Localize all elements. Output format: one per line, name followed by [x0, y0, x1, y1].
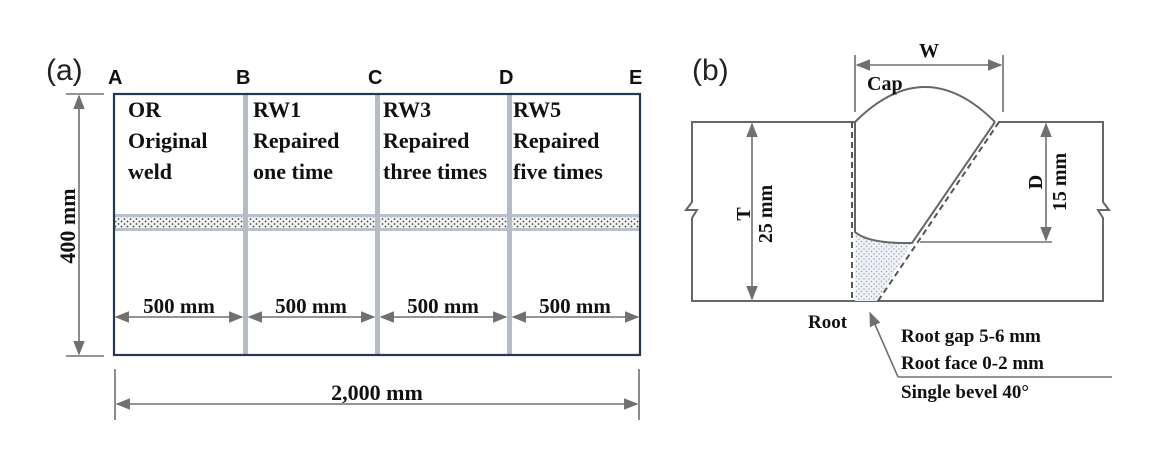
height-label: 400 mm — [55, 188, 80, 263]
section-or: OR Original weld — [128, 97, 207, 184]
total-length-label: 2,000 mm — [331, 380, 423, 405]
root-face-note: Root face 0-2 mm — [901, 353, 1044, 374]
section-desc: three times — [383, 159, 487, 184]
root-label: Root — [808, 312, 848, 333]
bevel-note: Single bevel 40° — [901, 382, 1029, 403]
section-rw5: RW5 Repaired five times — [513, 97, 603, 184]
length-label-bc: 500 mm — [275, 294, 347, 318]
section-desc: Repaired — [383, 128, 469, 153]
depth-value: 15 mm — [1049, 153, 1071, 212]
section-code: OR — [128, 97, 162, 122]
weld-fusion-line — [854, 121, 996, 244]
length-label-ab: 500 mm — [143, 294, 215, 318]
divider-c — [375, 94, 380, 355]
section-code: RW1 — [253, 97, 301, 122]
depth-label: D — [1025, 175, 1047, 189]
section-desc: weld — [128, 159, 172, 184]
panel-a-label: (a) — [46, 54, 83, 87]
section-desc: Repaired — [513, 128, 599, 153]
section-code: RW3 — [383, 97, 431, 122]
section-rw3: RW3 Repaired three times — [383, 97, 487, 184]
section-rw1: RW1 Repaired one time — [253, 97, 339, 184]
length-label-de: 500 mm — [539, 294, 611, 318]
cap-profile — [854, 86, 996, 123]
point-label-a: A — [108, 67, 122, 89]
thickness-label: T — [733, 207, 755, 221]
root-pass-fill — [855, 232, 912, 301]
plate-outline — [112, 92, 642, 357]
width-label: W — [919, 40, 939, 62]
section-code: RW5 — [513, 97, 561, 122]
point-label-d: D — [499, 67, 513, 89]
point-label-c: C — [368, 67, 382, 89]
divider-b — [243, 94, 248, 355]
section-desc: Repaired — [253, 128, 339, 153]
section-desc: Original — [128, 128, 207, 153]
panel-a: (a) A B C D E OR Original weld RW1 Repai… — [46, 54, 642, 420]
root-leader-arrow — [869, 311, 899, 378]
panel-b-label: (b) — [692, 54, 729, 87]
panel-b: (b) W Cap T 25 mm D 15 mm Root Root gap … — [684, 40, 1112, 403]
point-label-e: E — [629, 67, 642, 89]
thickness-value: 25 mm — [755, 185, 777, 244]
section-desc: one time — [253, 159, 333, 184]
section-desc: five times — [513, 159, 603, 184]
plate-cross-section — [684, 121, 1111, 302]
divider-d — [507, 94, 512, 355]
root-gap-note: Root gap 5-6 mm — [901, 326, 1041, 347]
bevel-line — [877, 121, 1000, 302]
point-label-b: B — [236, 67, 250, 89]
cap-label: Cap — [867, 73, 903, 95]
length-label-cd: 500 mm — [407, 294, 479, 318]
